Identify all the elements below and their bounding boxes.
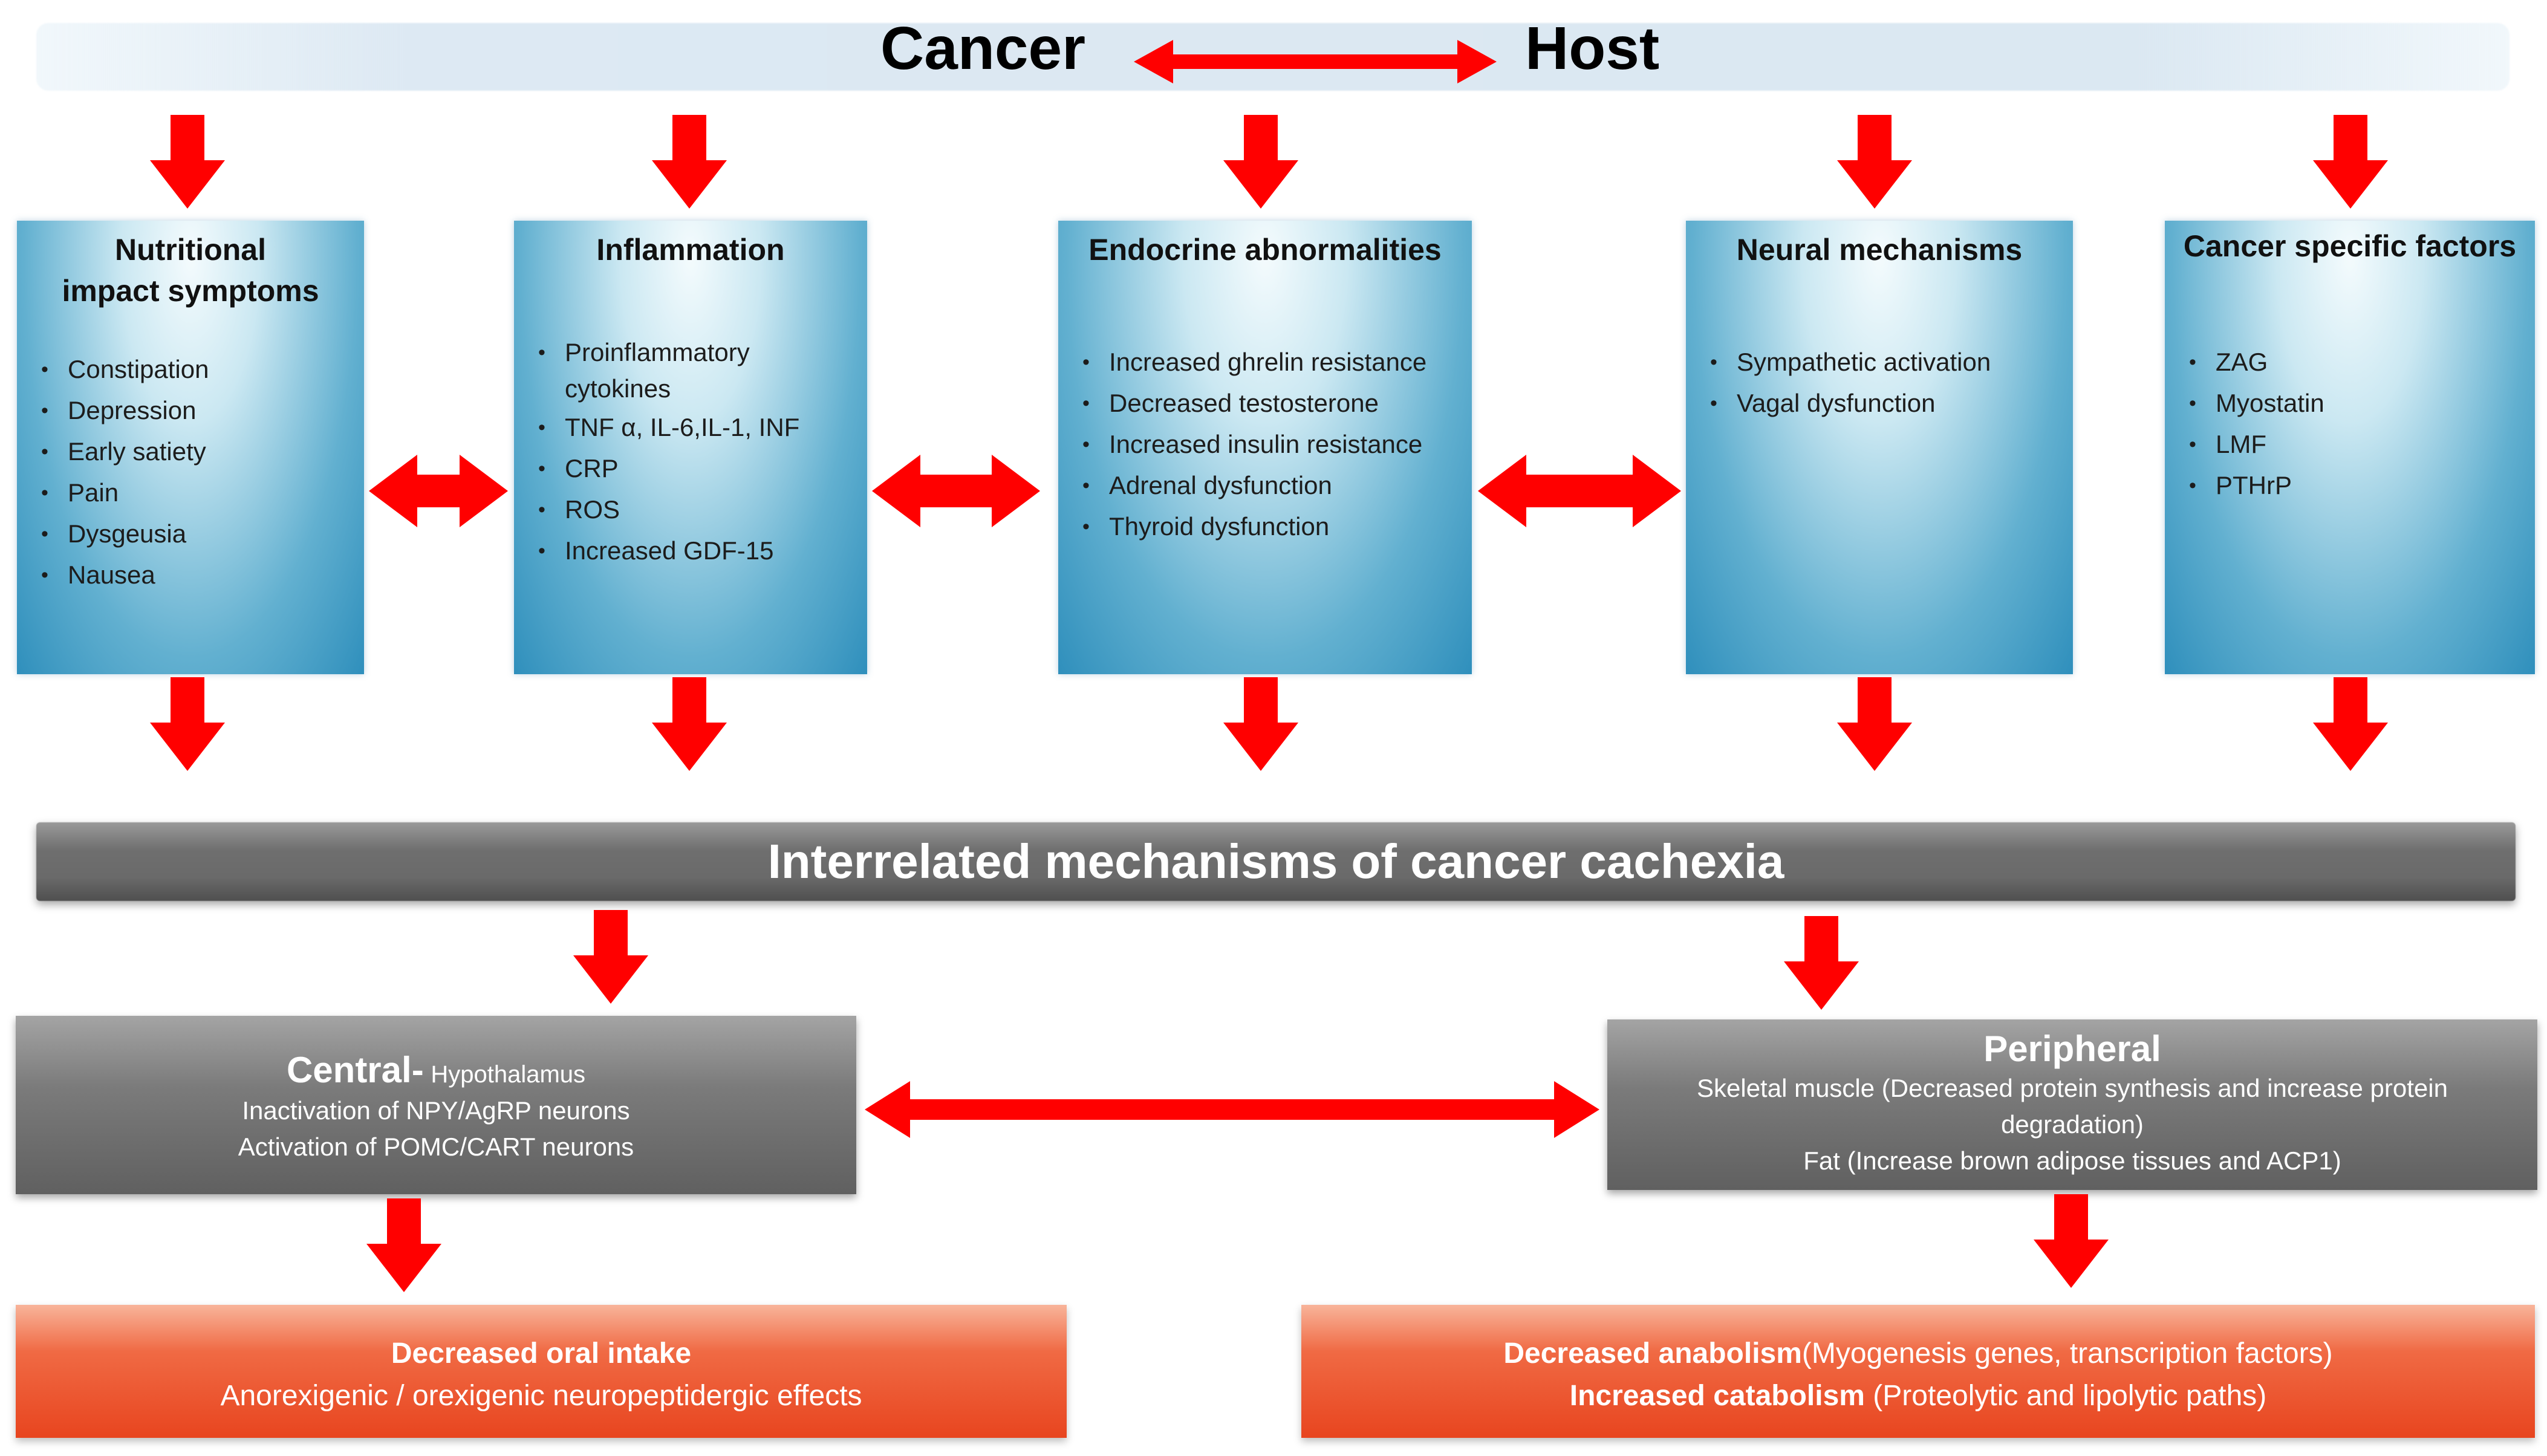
box-inflammation: Inflammation Proinflammatory cytokines T…: [514, 221, 867, 674]
list-item: Thyroid dysfunction: [1082, 506, 1462, 547]
central-sub: Hypothalamus: [431, 1061, 586, 1088]
list-item: CRP: [538, 448, 857, 489]
outcome-right-rest2: (Proteolytic and lipolytic paths): [1864, 1380, 2267, 1412]
list-item: Constipation: [41, 349, 354, 390]
box-nutritional-impact-symptoms: Nutritional impact symptoms Constipation…: [17, 221, 364, 674]
box-title: Inflammation: [596, 233, 785, 267]
box-title: Endocrine abnormalities: [1088, 233, 1442, 267]
list-item: Dysgeusia: [41, 513, 354, 554]
box-outcome-peripheral: Decreased anabolism(Myogenesis genes, tr…: [1301, 1305, 2535, 1438]
double-arrow-icon: [865, 1081, 1599, 1138]
list-item: LMF: [2189, 424, 2525, 465]
down-arrow-icon: [1837, 677, 1912, 771]
outcome-right-bold1: Decreased anabolism: [1503, 1337, 1802, 1370]
down-arrow-icon: [573, 910, 648, 1004]
box-neural-mechanisms: Neural mechanisms Sympathetic activation…: [1686, 221, 2073, 674]
down-arrow-icon: [2034, 1194, 2109, 1288]
list-item: Increased insulin resistance: [1082, 424, 1462, 465]
outcome-left-bold: Decreased oral intake: [391, 1337, 692, 1370]
central-heading-line: Central- Hypothalamus: [16, 1052, 856, 1093]
outcome-right-line2: Increased catabolism (Proteolytic and li…: [1301, 1375, 2535, 1417]
double-arrow-icon: [1478, 455, 1681, 527]
outcome-right-rest1: (Myogenesis genes, transcription factors…: [1801, 1337, 2333, 1370]
list-item: Increased ghrelin resistance: [1082, 342, 1462, 383]
box-outcome-central: Decreased oral intake Anorexigenic / ore…: [16, 1305, 1067, 1438]
list-item: Myostatin: [2189, 383, 2525, 424]
list-item: Decreased testosterone: [1082, 383, 1462, 424]
peripheral-line-2: degradation): [2001, 1110, 2144, 1139]
down-arrow-icon: [2313, 677, 2388, 771]
center-bar: [36, 822, 2516, 901]
neural-list: Sympathetic activation Vagal dysfunction: [1710, 342, 2063, 424]
header-host: Host: [1525, 15, 1660, 82]
arrow-group: [150, 40, 2388, 1292]
inflammation-list: Proinflammatory cytokines TNF α, IL-6,IL…: [538, 334, 857, 571]
list-item: Nausea: [41, 554, 354, 596]
list-item: ZAG: [2189, 342, 2525, 383]
outcome-right-bold2: Increased catabolism: [1569, 1380, 1865, 1412]
peripheral-heading: Peripheral: [1983, 1029, 2161, 1069]
center-bar-label: Interrelated mechanisms of cancer cachex…: [767, 834, 1784, 888]
list-item: TNF α, IL-6,IL-1, INF: [538, 407, 857, 448]
down-arrow-icon: [652, 677, 727, 771]
down-arrow-icon: [1837, 115, 1912, 209]
box-peripheral: Peripheral Skeletal muscle (Decreased pr…: [1607, 1019, 2537, 1190]
header-cancer: Cancer: [880, 15, 1086, 82]
list-item: Sympathetic activation: [1710, 342, 2063, 383]
list-item-line: cytokines: [565, 374, 671, 403]
central-line-1: Inactivation of NPY/AgRP neurons: [242, 1096, 630, 1125]
outcome-right-line1: Decreased anabolism(Myogenesis genes, tr…: [1301, 1333, 2535, 1375]
list-item: Pain: [41, 472, 354, 513]
peripheral-line-1: Skeletal muscle (Decreased protein synth…: [1697, 1074, 2448, 1102]
list-item: Vagal dysfunction: [1710, 383, 2063, 424]
box-endocrine-abnormalities: Endocrine abnormalities Increased ghreli…: [1058, 221, 1472, 674]
list-item: Increased GDF-15: [538, 530, 857, 571]
down-arrow-icon: [150, 677, 225, 771]
list-item: PTHrP: [2189, 465, 2525, 506]
list-item: Proinflammatory cytokines: [538, 334, 857, 407]
peripheral-line-3: Fat (Increase brown adipose tissues and …: [1803, 1146, 2341, 1175]
list-item: Adrenal dysfunction: [1082, 465, 1462, 506]
down-arrow-icon: [652, 115, 727, 209]
list-item: Early satiety: [41, 431, 354, 472]
double-arrow-icon: [1134, 40, 1497, 83]
down-arrow-icon: [1223, 677, 1298, 771]
down-arrow-icon: [150, 115, 225, 209]
title-line: Nutritional: [115, 233, 266, 267]
list-item: ROS: [538, 489, 857, 530]
down-arrow-icon: [1784, 916, 1859, 1010]
endocrine-list: Increased ghrelin resistance Decreased t…: [1082, 342, 1462, 547]
central-heading: Central-: [286, 1050, 424, 1090]
title-line: impact symptoms: [62, 274, 319, 308]
central-line-2: Activation of POMC/CART neurons: [238, 1133, 634, 1161]
double-arrow-icon: [369, 455, 508, 527]
down-arrow-icon: [2313, 115, 2388, 209]
box-title: Cancer specific factors: [2183, 229, 2517, 263]
box-cancer-specific-factors: Cancer specific factors ZAG Myostatin LM…: [2165, 221, 2535, 674]
double-arrow-icon: [872, 455, 1040, 527]
box-title: Neural mechanisms: [1736, 233, 2023, 267]
box-central: Central- Hypothalamus Inactivation of NP…: [16, 1016, 856, 1194]
box-title: Nutritional impact symptoms: [29, 229, 352, 311]
down-arrow-icon: [366, 1198, 441, 1292]
list-item-line: Proinflammatory: [565, 338, 750, 366]
outcome-left-line2: Anorexigenic / orexigenic neuropeptiderg…: [220, 1380, 862, 1412]
list-item: Depression: [41, 390, 354, 431]
down-arrow-icon: [1223, 115, 1298, 209]
symptom-list: Constipation Depression Early satiety Pa…: [41, 349, 354, 596]
factors-list: ZAG Myostatin LMF PTHrP: [2189, 342, 2525, 506]
